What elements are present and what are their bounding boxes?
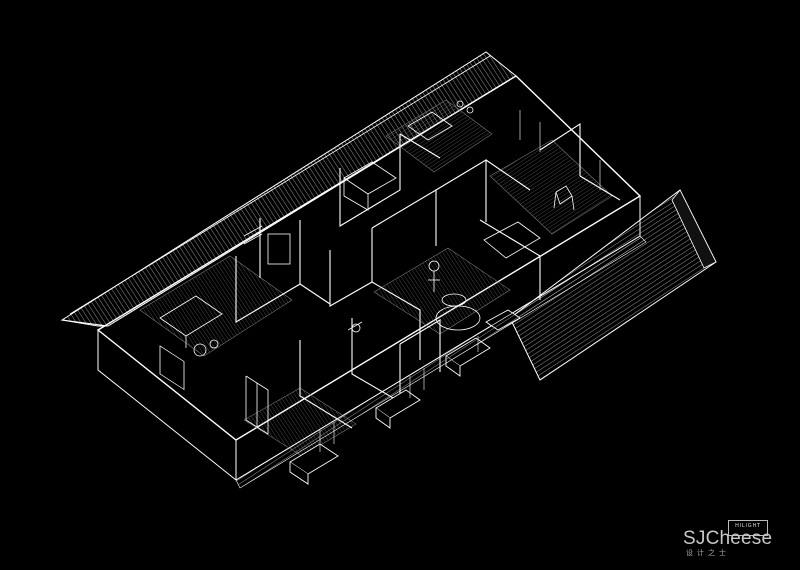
roof-right	[509, 189, 717, 381]
watermark-brand-cn: 设计之士	[686, 549, 730, 557]
furniture-details	[159, 100, 575, 435]
watermark-brand: SJCheese	[683, 528, 773, 549]
foundation-edge	[235, 235, 647, 489]
interior-walls	[235, 122, 621, 429]
watermark-box: HILIGHT	[728, 520, 768, 536]
watermark-box-label: HILIGHT	[735, 523, 761, 529]
floor-surfaces	[139, 99, 613, 457]
